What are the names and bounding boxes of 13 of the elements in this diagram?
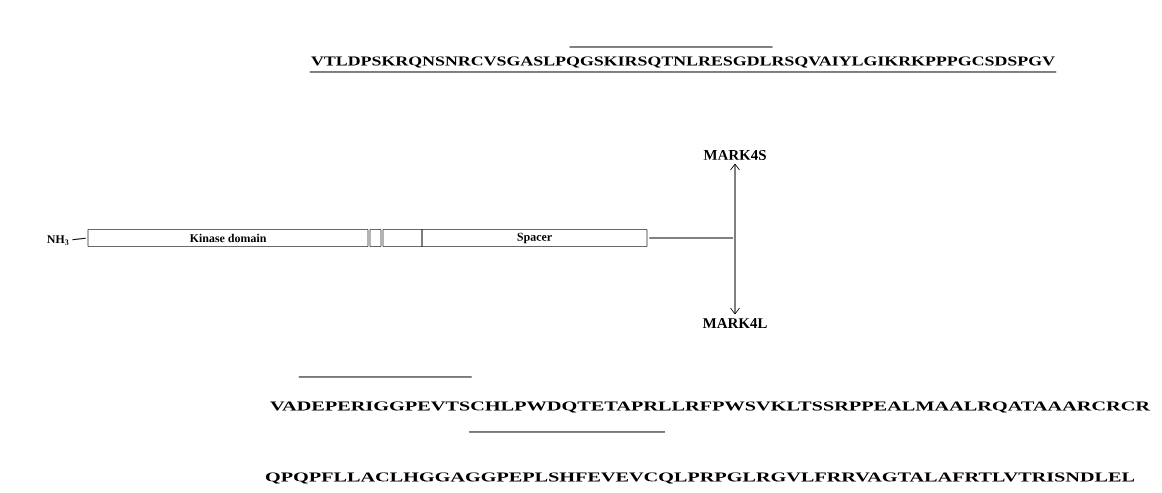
connector-line bbox=[71, 237, 87, 241]
connector-line bbox=[648, 237, 734, 239]
isoform-label: MARK4S bbox=[703, 149, 766, 160]
domain-box: Spacer bbox=[421, 229, 648, 247]
sequence-text: QPQPFLLACLHGGAGGPEPLSHFEVEVCQLPRPGLRGVLFRRVAGTALAFRTLVTRISNDLEL bbox=[266, 472, 1135, 484]
empty-box bbox=[382, 229, 423, 247]
double-arrow bbox=[730, 163, 740, 315]
terminus-label: NH$_{3}$ bbox=[47, 235, 69, 245]
isoform-label: MARK4L bbox=[702, 318, 767, 328]
domain-box: Kinase domain bbox=[87, 229, 369, 247]
empty-box bbox=[369, 229, 382, 247]
sequence-text: VADEPERIGGPEVTSCHLPWDQTETAPRLLRFPWSVKLTSSRPPEALMAALRQATAAARCRCR bbox=[270, 401, 1151, 413]
sequence-text: VTLDPSKRQNSNRCVSGASLPQGSKIRSQTNLRESGDLRSQVAIYLGIKRKPPPGCSDSPGV bbox=[311, 56, 1055, 68]
